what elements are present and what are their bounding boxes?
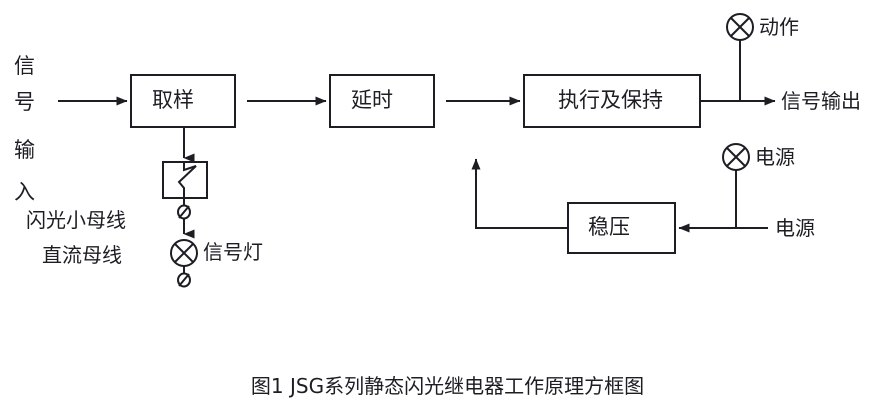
block-sampling: [130, 74, 236, 128]
bus-label-dc-bus: 直流母线: [42, 243, 122, 267]
bus-label-flash-bus: 闪光小母线: [26, 208, 126, 232]
io-label-signal-output: 信号输出: [781, 89, 861, 113]
block-label-delay: 延时: [351, 88, 393, 112]
block-label-execute-hold: 执行及保持: [558, 88, 663, 112]
terminal-slash-flash-bus: [178, 205, 190, 219]
io-label-power-input: 电源: [775, 216, 815, 240]
block-label-regulator: 稳压: [588, 215, 630, 239]
block-delay: [329, 74, 435, 128]
block-execute-hold: [523, 74, 701, 128]
lamp-label-signal: 信号灯: [203, 240, 263, 264]
input-label-char-0: 信: [14, 54, 35, 78]
power-lamp-cross-b: [726, 147, 746, 167]
block-regulator: [567, 202, 676, 254]
lamp-label-power: 电源: [755, 145, 795, 169]
input-label-char-3: 入: [14, 180, 35, 204]
block-label-sampling: 取样: [152, 88, 194, 112]
figure-caption: 图1 JSG系列静态闪光继电器工作原理方框图: [250, 374, 645, 398]
input-label-char-1: 号: [14, 90, 35, 114]
contact-switch-symbol: [177, 162, 197, 198]
input-label-char-2: 输: [14, 138, 35, 162]
signal-lamp-cross-b: [174, 243, 194, 263]
terminal-slash-dc-bus: [178, 273, 190, 287]
lamp-label-action: 动作: [759, 15, 799, 39]
action-lamp-cross-b: [730, 17, 750, 37]
line-regulator-feedback: [471, 158, 568, 229]
